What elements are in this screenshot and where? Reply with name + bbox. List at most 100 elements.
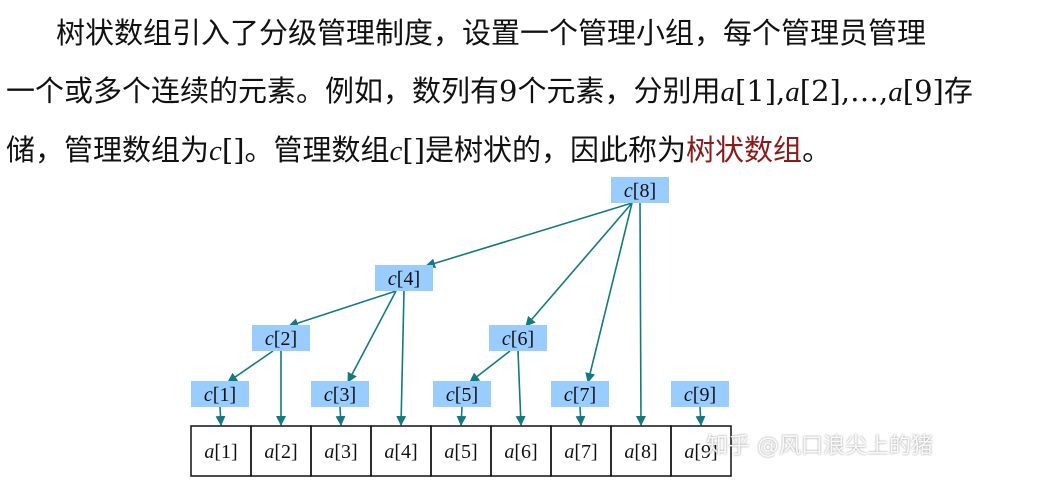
node-index: [4] bbox=[397, 268, 420, 290]
cell-index: [9] bbox=[694, 441, 717, 463]
cell-var: a bbox=[444, 441, 454, 463]
array-cell-a[1]: a[1] bbox=[190, 425, 252, 477]
array-cell-a[7]: a[7] bbox=[550, 425, 612, 477]
cell-index: [3] bbox=[334, 441, 357, 463]
edge-c[1]-to-a[1] bbox=[215, 406, 226, 426]
var-a-1: a bbox=[720, 76, 735, 108]
cell-var: a bbox=[384, 441, 394, 463]
cell-label: a[5] bbox=[444, 441, 477, 463]
edge-c[6]-to-c[5] bbox=[469, 350, 511, 383]
node-var: c bbox=[446, 384, 455, 406]
cell-var: a bbox=[504, 441, 514, 463]
node-box bbox=[611, 177, 669, 203]
cell-index: [6] bbox=[514, 441, 537, 463]
array-cell-a[2]: a[2] bbox=[250, 425, 312, 477]
node-box bbox=[671, 381, 729, 407]
node-var: c bbox=[564, 384, 573, 406]
array-cell-a[8]: a[8] bbox=[610, 425, 672, 477]
text-line-3-end: 。 bbox=[802, 133, 832, 167]
node-box bbox=[489, 325, 547, 351]
edge-c[6]-to-a[6] bbox=[515, 350, 526, 426]
text-line-2-part-d: [9]存 bbox=[902, 74, 973, 108]
cell-index: [4] bbox=[394, 441, 417, 463]
edge-c[8]-to-a[8] bbox=[635, 202, 646, 426]
cell-index: [5] bbox=[454, 441, 477, 463]
node-label: c[7] bbox=[564, 384, 596, 406]
node-label: c[2] bbox=[265, 328, 297, 350]
tree-node-c[3]: c[3] bbox=[311, 381, 369, 407]
edge-c[4]-to-c[2] bbox=[288, 290, 397, 328]
cell-label: a[2] bbox=[264, 441, 297, 463]
cell-var: a bbox=[564, 441, 574, 463]
edge-c[7]-to-a[7] bbox=[575, 406, 586, 426]
node-var: c bbox=[684, 384, 693, 406]
cell-index: [7] bbox=[574, 441, 597, 463]
node-label: c[4] bbox=[388, 268, 420, 290]
node-label: c[1] bbox=[204, 384, 236, 406]
text-line-1-content: 树状数组引入了分级管理制度，设置一个管理小组，每个管理员管理 bbox=[56, 16, 927, 50]
cell-var: a bbox=[684, 441, 694, 463]
array-cell-a[9]: a[9] bbox=[670, 425, 732, 477]
tree-node-c[5]: c[5] bbox=[433, 381, 491, 407]
var-c-2: c bbox=[389, 135, 403, 167]
edge-c[2]-to-c[1] bbox=[227, 350, 274, 383]
edge-c[9]-to-a[9] bbox=[695, 406, 706, 426]
node-var: c bbox=[624, 180, 633, 202]
cell-label: a[7] bbox=[564, 441, 597, 463]
description-paragraph: 树状数组引入了分级管理制度，设置一个管理小组，每个管理员管理 一个或多个连续的元… bbox=[6, 4, 1036, 180]
node-box bbox=[252, 325, 310, 351]
cell-box bbox=[670, 425, 732, 477]
node-index: [2] bbox=[274, 328, 297, 350]
cell-index: [8] bbox=[634, 441, 657, 463]
node-label: c[9] bbox=[684, 384, 716, 406]
cell-var: a bbox=[204, 441, 214, 463]
node-box bbox=[433, 381, 491, 407]
tree-node-c[2]: c[2] bbox=[252, 325, 310, 351]
edge-c[5]-to-a[5] bbox=[456, 406, 467, 426]
node-label: c[5] bbox=[446, 384, 478, 406]
watermark: 知乎 @风口浪尖上的猪 bbox=[706, 434, 933, 459]
edge-c[4]-to-a[4] bbox=[396, 290, 407, 426]
node-var: c bbox=[388, 268, 397, 290]
tree-node-c[1]: c[1] bbox=[191, 381, 249, 407]
text-line-2: 一个或多个连续的元素。例如，数列有9个元素，分别用a[1],a[2],…,a[9… bbox=[6, 62, 1036, 121]
text-line-3-part-a: 储，管理数组为 bbox=[6, 133, 210, 167]
cell-var: a bbox=[324, 441, 334, 463]
node-box bbox=[375, 265, 433, 291]
text-line-2-part-c: [2],…, bbox=[799, 74, 889, 108]
array-cell-a[3]: a[3] bbox=[310, 425, 372, 477]
text-line-3-part-b: []。管理数组 bbox=[221, 133, 390, 167]
node-index: [7] bbox=[573, 384, 596, 406]
cell-var: a bbox=[624, 441, 634, 463]
edge-c[8]-to-c[4] bbox=[425, 202, 633, 269]
text-line-2-part-a: 一个或多个连续的元素。例如，数列有9个元素，分别用 bbox=[6, 74, 721, 108]
edge-c[8]-to-c[6] bbox=[525, 202, 633, 327]
node-index: [8] bbox=[633, 180, 656, 202]
node-index: [1] bbox=[213, 384, 236, 406]
var-a-3: a bbox=[888, 76, 903, 108]
array-cell-a[6]: a[6] bbox=[490, 425, 552, 477]
text-line-3: 储，管理数组为c[]。管理数组c[]是树状的，因此称为树状数组。 bbox=[6, 121, 1036, 180]
array-cell-a[4]: a[4] bbox=[370, 425, 432, 477]
node-var: c bbox=[204, 384, 213, 406]
array-cell-a[5]: a[5] bbox=[430, 425, 492, 477]
node-index: [9] bbox=[693, 384, 716, 406]
cell-label: a[9] bbox=[684, 441, 717, 463]
text-line-3-part-c: []是树状的，因此称为 bbox=[402, 133, 687, 167]
node-var: c bbox=[324, 384, 333, 406]
node-label: c[8] bbox=[624, 180, 656, 202]
text-line-1: 树状数组引入了分级管理制度，设置一个管理小组，每个管理员管理 bbox=[6, 4, 1036, 62]
cell-label: a[3] bbox=[324, 441, 357, 463]
var-a-2: a bbox=[785, 76, 800, 108]
node-var: c bbox=[265, 328, 274, 350]
cell-var: a bbox=[264, 441, 274, 463]
cell-label: a[4] bbox=[384, 441, 417, 463]
tree-node-c[4]: c[4] bbox=[375, 265, 433, 291]
node-index: [5] bbox=[455, 384, 478, 406]
node-box bbox=[191, 381, 249, 407]
var-c-1: c bbox=[209, 135, 222, 167]
tree-node-c[6]: c[6] bbox=[489, 325, 547, 351]
tree-node-c[8]: c[8] bbox=[611, 177, 669, 203]
tree-node-c[9]: c[9] bbox=[671, 381, 729, 407]
